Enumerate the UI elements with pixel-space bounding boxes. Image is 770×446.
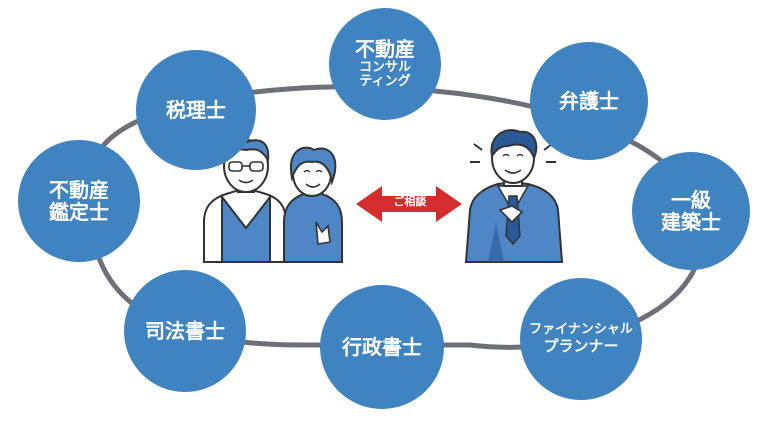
specialist-label: 不動産 <box>355 37 415 62</box>
specialist-administrative-scrivener: 行政書士 <box>320 285 444 409</box>
specialist-real-estate-consulting: 不動産 コンサル ティング <box>329 8 441 120</box>
specialist-label: 建築士 <box>661 210 721 234</box>
advisor-man-figure <box>464 129 564 263</box>
specialist-label: コンサル <box>358 59 411 75</box>
specialist-label: 一級 <box>671 187 711 212</box>
specialist-label: 不動産 <box>49 177 109 202</box>
specialist-financial-planner: ファイナンシャル プランナー <box>520 278 642 400</box>
elderly-woman-figure <box>283 146 343 263</box>
specialist-label: 鑑定士 <box>49 200 109 224</box>
specialist-label: ファイナンシャル <box>529 322 633 338</box>
specialist-label: プランナー <box>543 336 619 355</box>
specialist-first-class-architect: 一級 建築士 <box>632 152 750 270</box>
consultation-arrow <box>356 186 462 222</box>
specialist-label: 司法書士 <box>145 318 225 343</box>
specialist-label: 行政書士 <box>342 334 422 359</box>
specialist-real-estate-appraiser: 不動産 鑑定士 <box>18 140 140 262</box>
specialist-label: ティング <box>359 74 411 90</box>
specialist-judicial-scrivener: 司法書士 <box>124 270 246 392</box>
specialist-lawyer: 弁護士 <box>530 42 648 160</box>
specialist-label: 弁護士 <box>559 88 619 113</box>
consult-label: ご相談 <box>393 195 427 208</box>
specialist-label: 税理士 <box>166 97 226 122</box>
specialist-tax-accountant: 税理士 <box>136 50 256 170</box>
